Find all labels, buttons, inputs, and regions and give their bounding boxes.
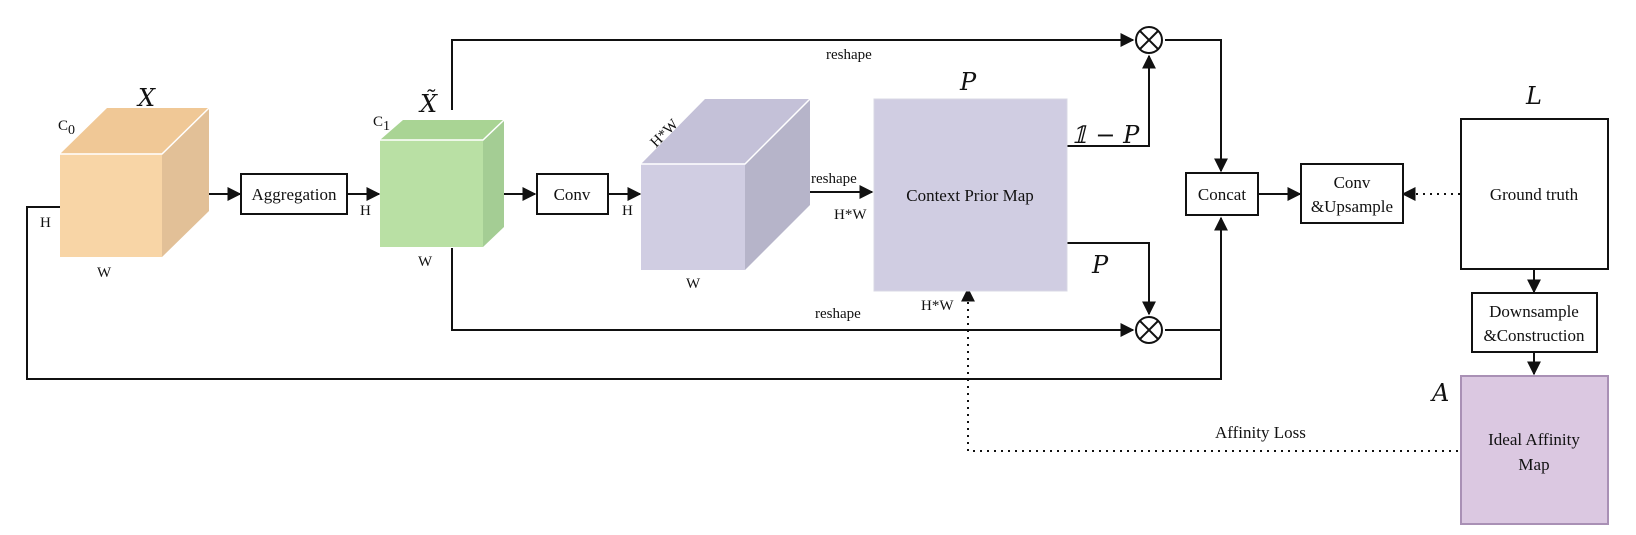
ideal-affinity-label-1: Ideal Affinity — [1488, 430, 1580, 449]
cube-xt-side — [483, 120, 504, 247]
ground-truth-box — [1460, 118, 1609, 270]
symbol-p-right: P — [1091, 251, 1109, 279]
aggregation-label: Aggregation — [252, 185, 337, 204]
cube-conv-h-label: H — [622, 203, 633, 219]
ground-truth-label: Ground truth — [1490, 185, 1579, 204]
cube-conv-top — [641, 99, 810, 164]
top-reshape-line — [451, 33, 1135, 110]
downsample-label-1: Downsample — [1489, 302, 1579, 321]
cube-xt-h-label: H — [360, 203, 371, 219]
conv-upsample-label-2: &Upsample — [1311, 197, 1393, 216]
affinity-loss-line — [961, 287, 1458, 452]
multiply-top — [1135, 26, 1163, 54]
cube-xt-front — [380, 140, 483, 247]
multiply-bottom — [1135, 316, 1163, 344]
downsample-box — [1471, 292, 1598, 353]
top-mul-to-concat — [1165, 39, 1228, 173]
symbol-a: A — [1430, 379, 1449, 407]
conv-box — [536, 173, 609, 215]
p-line — [1067, 242, 1156, 316]
cube-x-c-label: C0 — [58, 118, 75, 138]
hw-bottom-label: H*W — [921, 298, 954, 314]
cube-x — [60, 107, 210, 257]
cube-x-top — [60, 108, 209, 154]
cube-xt — [380, 119, 505, 247]
cube-xt-c-label: C1 — [373, 114, 390, 134]
symbol-l: L — [1525, 82, 1542, 110]
cube-conv-side — [745, 99, 810, 270]
aggregation-box — [240, 173, 348, 215]
one-minus-p-line — [1067, 54, 1156, 147]
hw-left-label: H*W — [834, 207, 867, 223]
symbol-x: X — [136, 84, 156, 112]
skip-line — [26, 206, 1228, 380]
context-prior-map-label: Context Prior Map — [906, 186, 1034, 205]
ideal-affinity-label-2: Map — [1518, 455, 1549, 474]
symbol-p-top: P — [959, 68, 977, 96]
conv-upsample-label-1: Conv — [1334, 173, 1371, 192]
concat-label: Concat — [1198, 185, 1246, 204]
symbol-one-minus-p: 𝟙 − P — [1071, 121, 1140, 149]
cube-x-h-label: H — [40, 215, 51, 231]
conv-label: Conv — [554, 185, 591, 204]
cube-conv-w-label: W — [686, 276, 701, 292]
cube-xt-top — [380, 120, 504, 140]
cube-conv-front — [641, 164, 745, 270]
reshape-top-label: reshape — [826, 47, 872, 63]
cube-x-front — [60, 154, 162, 257]
downsample-label-2: &Construction — [1483, 326, 1585, 345]
conv-upsample-box — [1300, 163, 1404, 224]
cube-conv — [641, 98, 811, 270]
cube-x-side — [162, 108, 209, 257]
cube-x-w-label: W — [97, 265, 112, 281]
concat-box — [1185, 172, 1259, 216]
affinity-loss-label: Affinity Loss — [1215, 423, 1306, 442]
bottom-reshape-line — [451, 248, 1135, 337]
ideal-affinity-map — [1460, 375, 1609, 525]
reshape-bottom-label: reshape — [815, 306, 861, 322]
context-prior-map — [873, 98, 1068, 292]
cube-xt-w-label: W — [418, 254, 433, 270]
symbol-x-tilde: X̃ — [418, 90, 438, 118]
reshape-mid-label: reshape — [811, 171, 857, 187]
